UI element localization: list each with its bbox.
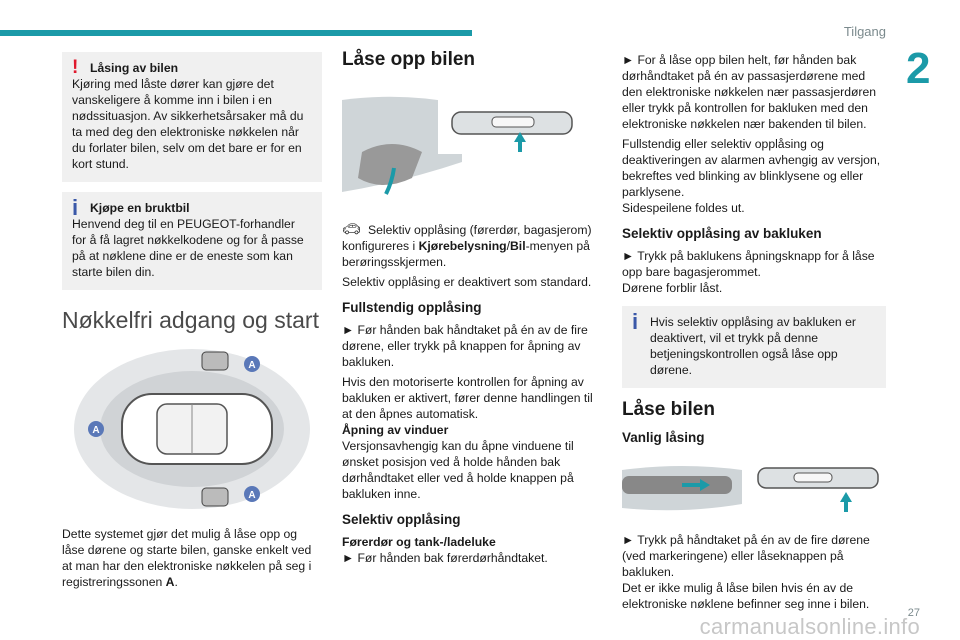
selective-driver-text: ► Før hånden bak førerdørhåndtaket.	[342, 551, 548, 565]
chapter-number: 2	[906, 44, 931, 93]
chapter-tab: 2	[900, 38, 960, 106]
warning-note: ! Låsing av bilen Kjøring med låste døre…	[62, 52, 322, 182]
column-2: Låse opp bilen 🚗︎Selektiv opplåsing (før…	[342, 49, 606, 570]
warning-note-title: Låsing av bilen	[90, 61, 179, 75]
menu-sep: /	[506, 239, 510, 253]
zone-label-left: A	[92, 425, 99, 436]
selective-unlock-heading: Selektiv opplåsing	[342, 512, 461, 527]
unlock-heading: Låse opp bilen	[342, 49, 476, 70]
boot-unlock-p1: ► Trykk på baklukens åpningsknapp for å …	[622, 249, 875, 279]
windows-text: Versjonsavhengig kan du åpne vinduene ti…	[342, 439, 574, 501]
zone-label-top: A	[248, 360, 255, 371]
normal-lock-heading: Vanlig låsing	[622, 430, 705, 445]
keyless-heading: Nøkkelfri adgang og start	[62, 307, 319, 333]
column-3: ► For å låse opp bilen helt, før hånden …	[622, 52, 886, 616]
keyless-body-end: .	[174, 575, 178, 589]
mirrors-text: Sidespeilene foldes ut.	[622, 201, 745, 215]
boot-unlock-p2: Dørene forblir låst.	[622, 281, 723, 295]
lock-instruction: ► Trykk på håndtaket på én av de fire dø…	[622, 533, 870, 579]
info-note-text: Henvend deg til en PEUGEOT-forhandler fo…	[72, 217, 304, 279]
boot-info-note: i Hvis selektiv opplåsing av bakluken er…	[622, 306, 886, 388]
selective-config-a: Selektiv opplåsing (førerdør, bagasjerom…	[342, 223, 592, 253]
info-icon: i	[632, 309, 639, 334]
selective-config-c: -menyen på berøringsskjermen.	[342, 239, 590, 269]
warning-note-text: Kjøring med låste dører kan gjøre det va…	[72, 77, 304, 171]
selective-default-text: Selektiv opplåsing er deaktivert som sta…	[342, 275, 592, 289]
windows-title: Åpning av vinduer	[342, 423, 449, 437]
full-unlock-heading: Fullstendig opplåsing	[342, 300, 482, 315]
door-handle-lock-illustration	[622, 460, 886, 512]
unlock-confirm-text: Fullstendig eller selektiv opplåsing og …	[622, 137, 881, 199]
menu-car: Bil	[510, 239, 526, 253]
keyless-description: Dette systemet gjør det mulig å låse opp…	[62, 526, 322, 590]
car-icon: 🚗︎	[342, 221, 362, 238]
selective-subheading: Førerdør og tank-/ladeluke	[342, 535, 496, 549]
door-handle-unlock-illustration	[342, 94, 606, 195]
keyless-zone-illustration: A A A	[74, 349, 310, 509]
keyless-body-text: Dette systemet gjør det mulig å låse opp…	[62, 527, 312, 589]
full-unlock-p2: Hvis den motoriserte kontrollen for åpni…	[342, 375, 593, 421]
section-name: Tilgang	[843, 24, 886, 39]
selective-config-text: 🚗︎Selektiv opplåsing (førerdør, bagasjer…	[342, 222, 606, 270]
boot-unlock-heading: Selektiv opplåsing av bakluken	[622, 226, 822, 241]
lock-heading: Låse bilen	[622, 399, 715, 420]
info-note: i Kjøpe en bruktbil Henvend deg til en P…	[62, 192, 322, 290]
zone-label-bottom: A	[248, 490, 255, 501]
keyless-zone-ref: A	[165, 575, 175, 589]
warning-icon: !	[72, 57, 79, 78]
menu-lighting: Kjørebelysning	[418, 239, 507, 253]
boot-info-text: Hvis selektiv opplåsing av bakluken er d…	[650, 315, 856, 377]
lock-key-inside-text: Det er ikke mulig å låse bilen hvis én a…	[622, 581, 870, 611]
watermark: carmanualsonline.info	[699, 614, 920, 639]
unlock-all-text: ► For å låse opp bilen helt, før hånden …	[622, 53, 877, 131]
info-icon: i	[72, 195, 79, 220]
page-number: 27	[907, 607, 920, 619]
full-unlock-p1: ► Før hånden bak håndtaket på én av de f…	[342, 323, 588, 369]
header-accent-bar	[0, 30, 472, 36]
column-1: ! Låsing av bilen Kjøring med låste døre…	[62, 52, 322, 594]
info-note-title: Kjøpe en bruktbil	[90, 201, 190, 215]
